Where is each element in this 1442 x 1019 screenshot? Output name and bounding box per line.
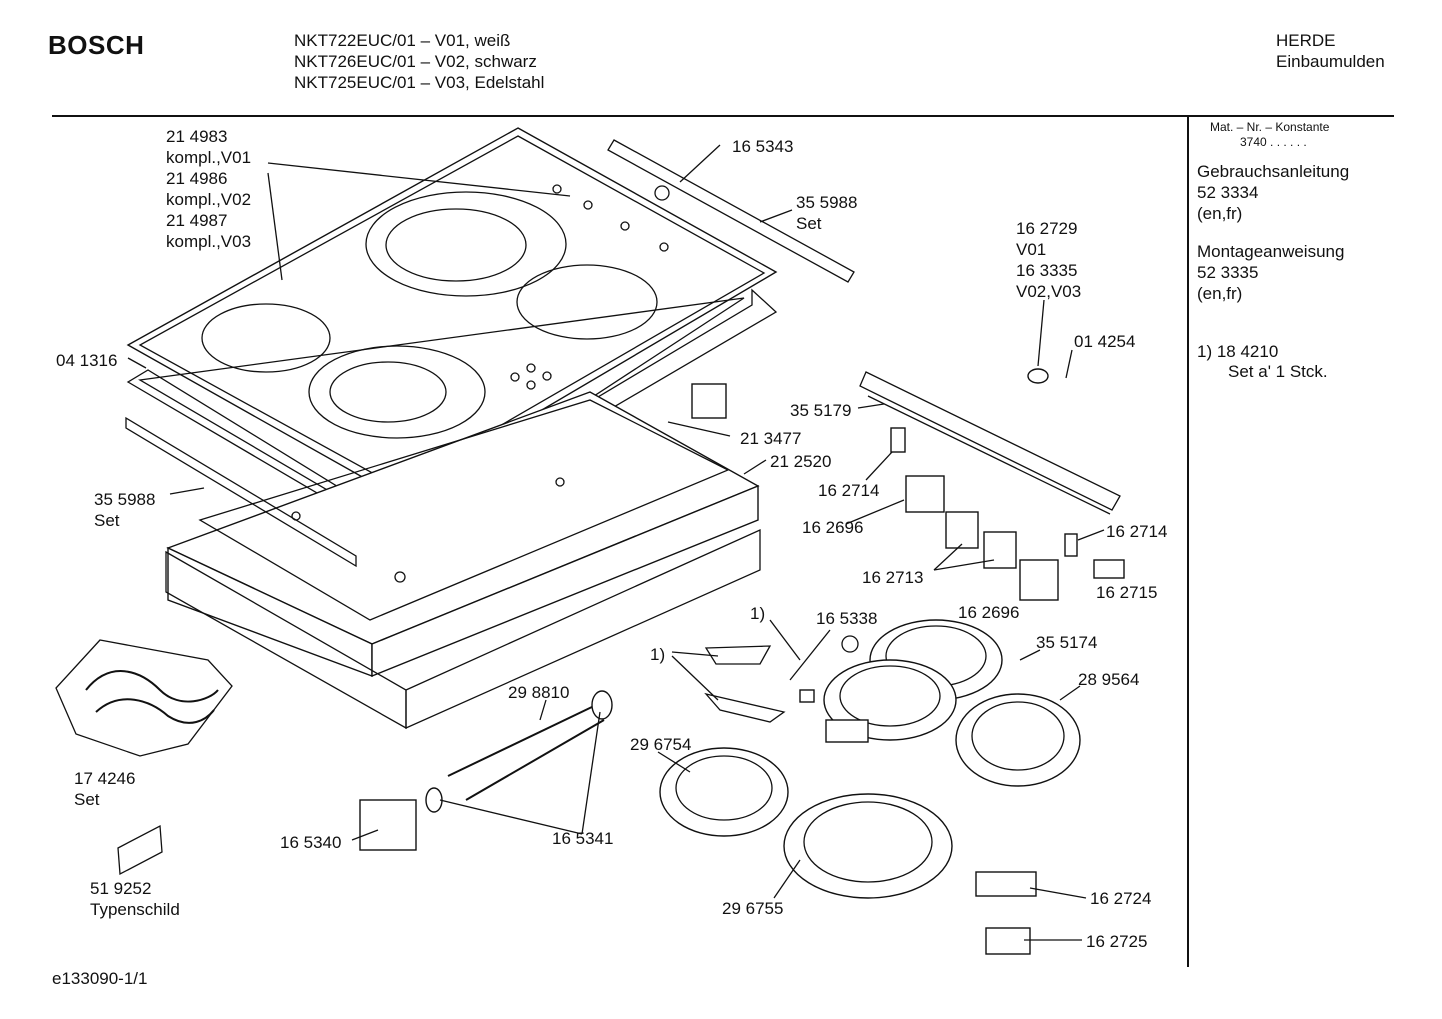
category-line: Einbaumulden (1276, 52, 1385, 71)
switch (905, 475, 945, 513)
mount-lang: (en,fr) (1197, 284, 1243, 303)
part-label: Typenschild (90, 900, 180, 919)
switch (1019, 559, 1059, 601)
part-label: kompl.,V02 (166, 190, 252, 209)
model-list: NKT722EUC/01 – V01, weiß NKT726EUC/01 – … (294, 30, 544, 93)
part-label: 35 5174 (1036, 633, 1098, 652)
control-knob (1027, 368, 1049, 384)
part-label: 1) (650, 645, 666, 664)
model-line: NKT722EUC/01 – V01, weiß (294, 31, 511, 50)
fan-motor (359, 799, 417, 851)
part-label: 29 6755 (722, 899, 784, 918)
part-label: 16 5343 (732, 137, 794, 156)
mat-value: 3740 . . . . . . (1240, 135, 1307, 149)
part-label: kompl.,V01 (166, 148, 252, 167)
heating-element (659, 619, 1081, 899)
part-label: Set (796, 214, 822, 233)
part-label: 28 9564 (1078, 670, 1140, 689)
clip-bracket (704, 645, 772, 665)
part-label: V02,V03 (1016, 282, 1082, 301)
part-label: 16 2724 (1090, 889, 1152, 908)
part-label: 21 3477 (740, 429, 802, 448)
part-label: 21 4983 (166, 127, 228, 146)
part-label: 1) (750, 604, 766, 623)
clip (691, 383, 727, 419)
part-label: 16 2713 (862, 568, 924, 587)
model-line: NKT725EUC/01 – V03, Edelstahl (294, 73, 545, 92)
part-label: 21 4987 (166, 211, 228, 230)
connector (985, 927, 1031, 955)
clip-bracket (704, 692, 786, 723)
part-label: 21 4986 (166, 169, 228, 188)
manual-number: 52 3334 (1197, 183, 1259, 202)
part-label: 29 6754 (630, 735, 692, 754)
part-label: kompl.,V03 (166, 232, 252, 251)
support-rail-left (125, 416, 357, 568)
header-divider (52, 115, 1394, 117)
part-label: 17 4246 (74, 769, 136, 788)
manual-lang: (en,fr) (1197, 204, 1243, 223)
hose (425, 690, 613, 813)
switch (983, 531, 1017, 569)
type-plate (117, 824, 163, 876)
part-label: 29 8810 (508, 683, 570, 702)
lamp (890, 427, 906, 453)
mount-title: Montageanweisung (1197, 242, 1345, 261)
control-rail (859, 371, 1121, 511)
part-label: 16 2714 (1106, 522, 1168, 541)
part-label: 16 5340 (280, 833, 342, 852)
support-rail-top (552, 139, 855, 283)
category-line: HERDE (1276, 31, 1336, 50)
manual-title: Gebrauchsanleitung (1197, 162, 1350, 181)
document-id: e133090-1/1 (52, 969, 148, 988)
part-label: 35 5988 (796, 193, 858, 212)
housing (165, 391, 761, 730)
part-label: 16 5338 (816, 609, 878, 628)
gasket (126, 288, 778, 538)
part-label: Set (74, 790, 100, 809)
part-label: 16 2696 (958, 603, 1020, 622)
mat-label: Mat. – Nr. – Konstante (1210, 120, 1330, 134)
lamp (1064, 533, 1078, 557)
part-label: 35 5179 (790, 401, 852, 420)
connector (975, 871, 1037, 897)
part-label: 16 5341 (552, 829, 614, 848)
part-label: 16 3335 (1016, 261, 1078, 280)
part-label: 16 2714 (818, 481, 880, 500)
footnote-line: 1) 18 4210 (1197, 342, 1279, 361)
switch (945, 511, 979, 549)
model-line: NKT726EUC/01 – V02, schwarz (294, 52, 537, 71)
part-label: 16 2729 (1016, 219, 1078, 238)
brand-logo: BOSCH (48, 30, 145, 60)
part-label: 01 4254 (1074, 332, 1136, 351)
part-label: 04 1316 (56, 351, 118, 370)
part-label: 35 5988 (94, 490, 156, 509)
footnote-line: Set a' 1 Stck. (1228, 362, 1328, 381)
wire-set (55, 639, 233, 757)
part-label: Set (94, 511, 120, 530)
spacer (799, 689, 815, 703)
category: HERDE Einbaumulden (1276, 30, 1385, 72)
part-label: V01 (1016, 240, 1047, 259)
part-label: 16 2715 (1096, 583, 1158, 602)
part-label: 16 2696 (802, 518, 864, 537)
part-label: 16 2725 (1086, 932, 1148, 951)
part-label: 51 9252 (90, 879, 152, 898)
mount-number: 52 3335 (1197, 263, 1259, 282)
terminal (1093, 559, 1125, 579)
part-label: 21 2520 (770, 452, 832, 471)
sidebar-divider (1187, 117, 1189, 967)
